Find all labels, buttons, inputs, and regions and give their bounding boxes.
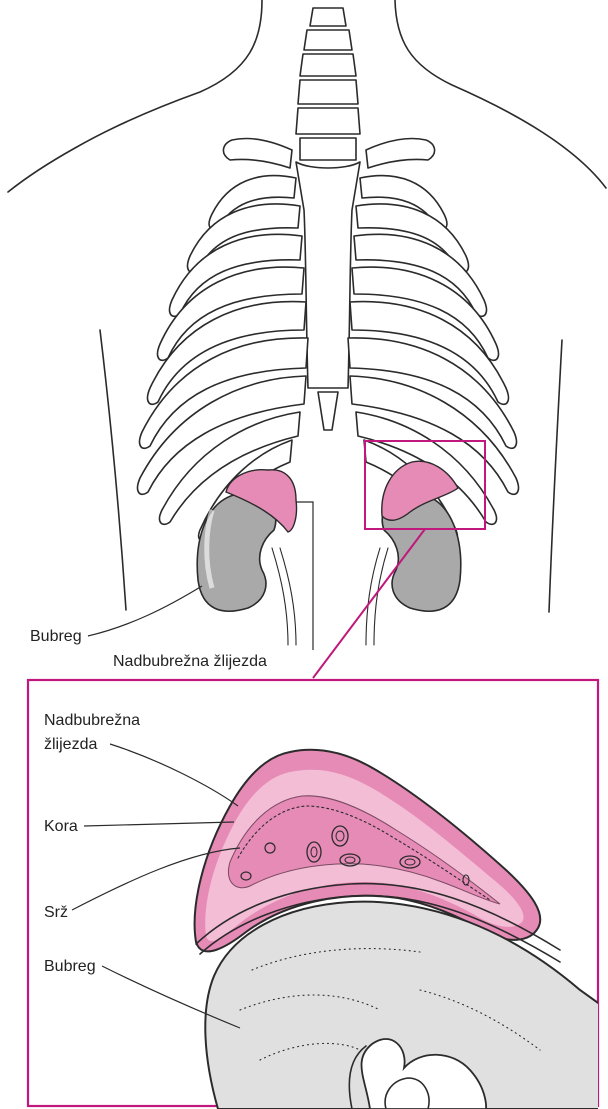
label-kidney: Bubreg <box>30 628 82 645</box>
label-medulla: Srž <box>44 904 68 921</box>
label-cortex: Kora <box>44 818 78 835</box>
label-adrenal-line2: žlijezda <box>44 736 97 753</box>
label-adrenal-line1: Nadbubrežna <box>44 712 140 729</box>
label-adrenal-gland: Nadbubrežna žlijezda <box>113 653 267 670</box>
label-kidney-detail: Bubreg <box>44 958 96 975</box>
spine <box>296 8 360 160</box>
right-kidney <box>366 493 461 645</box>
detail-panel: Nadbubrežna žlijezda Kora Srž Bubreg <box>28 680 608 1109</box>
